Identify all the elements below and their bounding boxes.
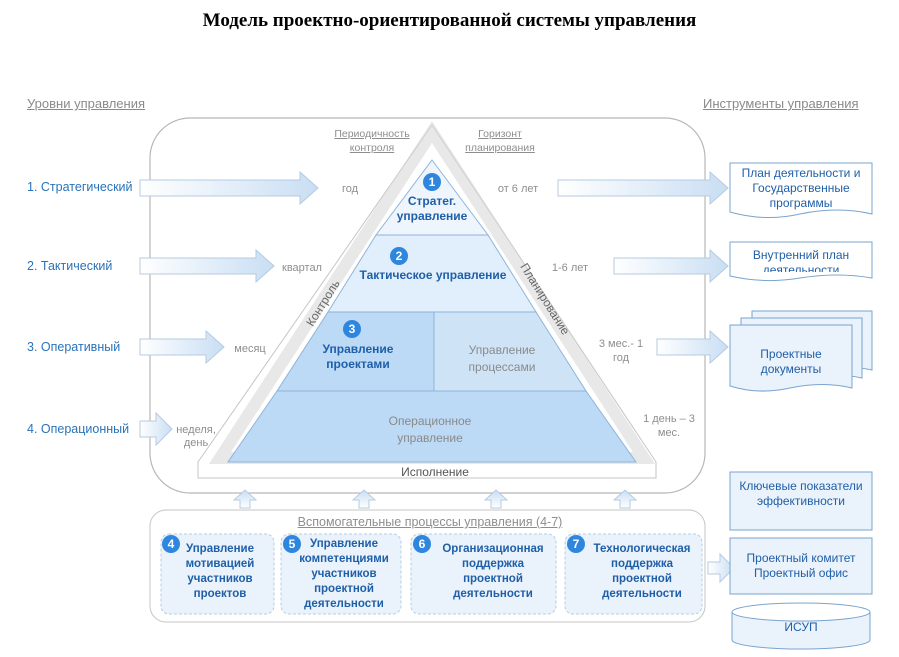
support-item-7: Технологическая поддержка проектной деят…	[593, 543, 691, 600]
arrow-level-2	[139, 248, 275, 284]
support-item-4: Управление мотивацией участников проекто…	[185, 543, 255, 600]
support-box-7	[564, 533, 703, 615]
up-arrow-2	[351, 489, 377, 509]
support-box-6	[410, 533, 557, 615]
support-item-5: Управление компетенциями участников прое…	[299, 538, 389, 610]
support-title: Вспомогательные процессы управления (4-7…	[297, 515, 563, 529]
planning-horizon-label: Горизонт планирования	[465, 128, 535, 154]
level-label-2: 2. Тактический	[27, 259, 113, 273]
badge-1: 1	[423, 173, 441, 191]
arrow-level-3	[139, 329, 225, 365]
badge-7: 7	[567, 535, 585, 553]
period-3: месяц	[234, 343, 266, 355]
level-label-4: 4. Операционный	[27, 422, 130, 436]
level-label-1: 1. Стратегический	[27, 180, 133, 194]
up-arrow-3	[483, 489, 509, 509]
level-label-3: 3. Оперативный	[27, 340, 121, 354]
tier-tactical-label: Тактическое управление	[359, 268, 507, 282]
tool-box-kpi	[729, 471, 873, 531]
tool-label-2: Внутренний план деятельности	[752, 248, 850, 272]
support-box-5	[280, 533, 402, 615]
tool-label-1: План деятельности и Государственные прог…	[741, 166, 861, 210]
up-arrow-1	[232, 489, 258, 509]
up-arrow-4	[612, 489, 638, 509]
period-1: год	[341, 183, 359, 195]
horizon-3: 3 мес.- 1 год	[598, 338, 644, 364]
arrow-tool-1	[557, 170, 729, 206]
arrow-tool-2	[613, 248, 729, 284]
badge-5: 5	[283, 535, 301, 553]
tier-projects-label: Управление проектами	[322, 342, 394, 371]
tool-cylinder	[731, 612, 871, 650]
tool-label-5: Проектный комитет Проектный офис	[746, 551, 856, 580]
period-4: неделя, день	[176, 424, 216, 449]
support-item-6: Организационная поддержка проектной деят…	[442, 543, 544, 600]
arrow-level-1	[139, 170, 319, 206]
arrow-support-out	[707, 552, 735, 584]
arrow-tool-3	[656, 329, 729, 365]
tier-operational-label: Операционное управление	[388, 414, 472, 445]
badge-2: 2	[390, 247, 408, 265]
levels-header: Уровни управления	[27, 96, 145, 111]
horizon-4: 1 день – 3 мес.	[643, 413, 695, 439]
arrow-level-4	[139, 411, 173, 447]
tool-doc-1	[729, 162, 873, 219]
tier-operational	[227, 390, 637, 463]
badge-6: 6	[413, 535, 431, 553]
tier-processes-label: Управление процессами	[468, 343, 536, 374]
horizon-1: от 6 лет	[497, 183, 539, 195]
tool-label-4: Ключевые показатели эффективности	[739, 479, 863, 508]
tool-label-6: ИСУП	[784, 620, 818, 634]
horizon-2: 1-6 лет	[551, 262, 589, 274]
pyramid-outline	[197, 124, 657, 479]
tool-box-committee	[729, 537, 873, 595]
tool-doc-3-front	[729, 324, 853, 392]
page-title: Модель проектно-ориентированной системы …	[202, 10, 697, 31]
tier-strategic-label: Стратег. управление	[396, 194, 468, 223]
period-2: квартал	[282, 262, 322, 274]
badge-4: 4	[162, 535, 180, 553]
tool-doc-2	[729, 241, 873, 282]
control-period-label: Периодичность контроля	[334, 128, 410, 154]
badge-3: 3	[343, 320, 361, 338]
support-box-4	[160, 533, 275, 615]
tool-label-3: Проектные документы	[760, 347, 822, 376]
bottom-label-execution: Исполнение	[401, 465, 469, 479]
tools-header: Инструменты управления	[703, 96, 859, 111]
